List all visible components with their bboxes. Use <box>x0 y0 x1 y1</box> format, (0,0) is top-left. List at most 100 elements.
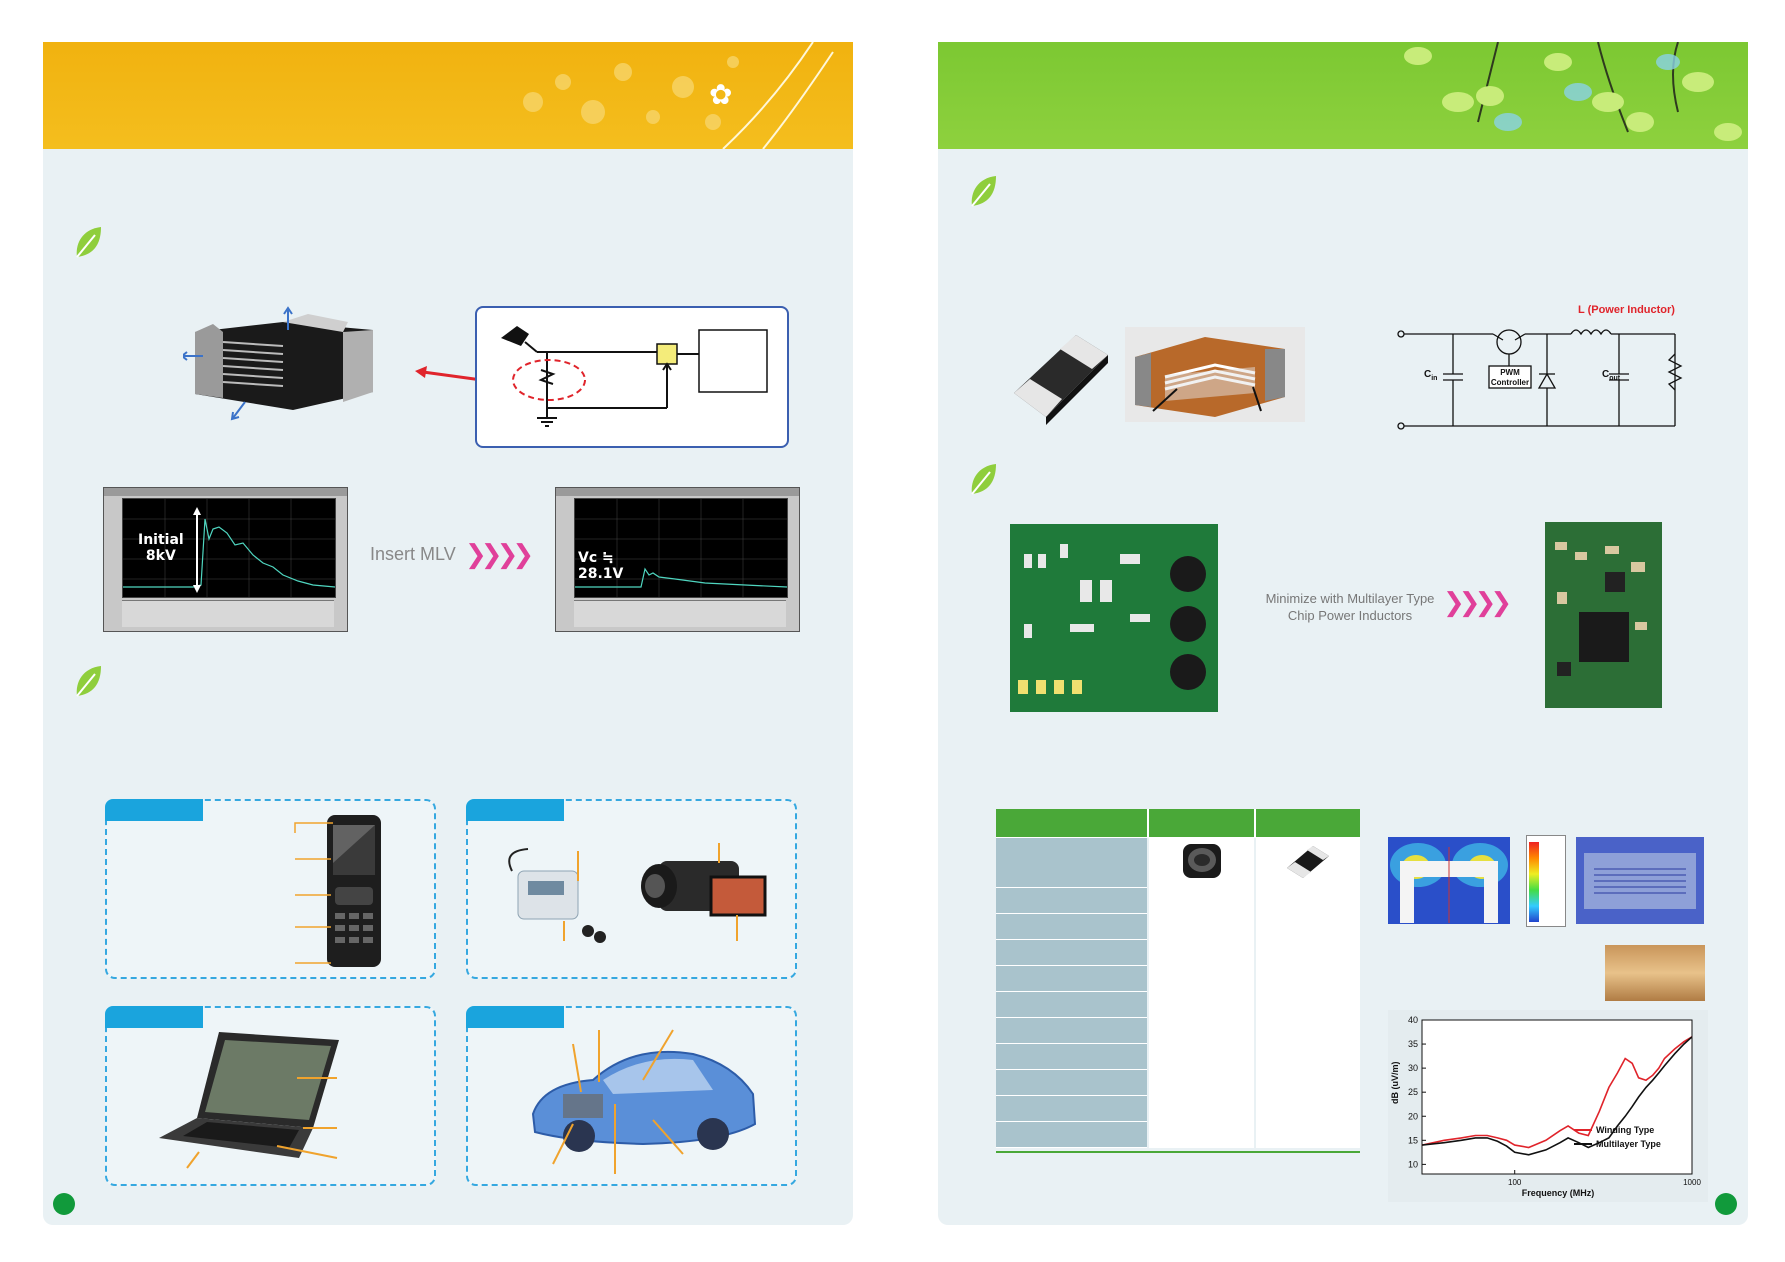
table-row <box>996 887 1360 914</box>
anechoic-chamber-image <box>1605 945 1705 1001</box>
multilayer-inductor-image <box>1287 845 1330 878</box>
leaf-icon <box>76 227 101 258</box>
field-color-legend <box>1526 835 1566 927</box>
leaf-icon <box>971 176 996 207</box>
table-bottom-rule <box>996 1151 1360 1153</box>
table-label-cell <box>996 837 1148 888</box>
svg-text:✿: ✿ <box>709 78 732 111</box>
application-tab <box>105 1006 203 1028</box>
car-image <box>531 1029 757 1174</box>
application-box-mobile <box>105 799 436 979</box>
scope-screen <box>574 498 788 598</box>
flower-decoration: ✿ <box>523 42 834 149</box>
x-tick-label: 1000 <box>1683 1178 1701 1187</box>
y-axis-label: dB (uV/m) <box>1390 1062 1400 1105</box>
scope-menubar <box>104 488 347 496</box>
pcb-winding-image <box>1010 524 1218 712</box>
left-header-banner: ✿ <box>43 42 853 149</box>
y-tick-label: 15 <box>1408 1135 1418 1145</box>
comparison-table <box>996 809 1360 1148</box>
table-row <box>996 1043 1360 1070</box>
leaf-icon <box>76 666 101 697</box>
cin-label: Cin <box>1424 369 1438 382</box>
scope-before-label: Initial 8kV <box>138 532 184 564</box>
table-header-row <box>996 809 1360 838</box>
leaves-decoration <box>1404 42 1742 141</box>
y-tick-label: 20 <box>1408 1111 1418 1121</box>
table-header-cell <box>1146 809 1256 838</box>
scope-readout <box>574 600 786 627</box>
mp3-player-image <box>508 848 606 943</box>
dc-dc-converter-diagram <box>1397 329 1683 430</box>
scope-readout <box>122 600 334 627</box>
x-axis-ticks: 100 1000 <box>1508 1170 1701 1187</box>
pcb-multilayer-image <box>1545 522 1662 708</box>
table-row <box>996 913 1360 940</box>
table-row-images <box>996 837 1360 888</box>
y-axis-ticks: 10 15 20 25 30 35 40 <box>1408 1015 1426 1169</box>
x-axis-label: Frequency (MHz) <box>1522 1188 1595 1198</box>
y-tick-label: 25 <box>1408 1087 1418 1097</box>
winding-field-simulation-image <box>1388 837 1510 924</box>
x-tick-label: 100 <box>1508 1178 1522 1187</box>
application-box-audio-video <box>466 799 797 979</box>
camcorder-image <box>641 843 767 941</box>
emi-chart: 10 15 20 25 30 35 40 100 1000 dB (uV/m) Frequen… <box>1388 1010 1708 1202</box>
table-row <box>996 965 1360 992</box>
esd-circuit-box <box>475 306 789 448</box>
multilayer-inductor-cell <box>1254 837 1360 888</box>
laptop-image <box>159 1032 339 1169</box>
y-tick-label: 30 <box>1408 1063 1418 1073</box>
page-number-dot <box>53 1193 75 1215</box>
table-header-cell <box>996 809 1148 838</box>
callout-arrows <box>294 822 333 964</box>
table-row <box>996 1121 1360 1148</box>
application-box-automotive <box>466 1006 797 1186</box>
chevron-arrows-icon: ❯❯❯❯ <box>465 540 534 570</box>
y-tick-label: 35 <box>1408 1039 1418 1049</box>
application-tab <box>466 1006 564 1028</box>
cout-label: Cout <box>1602 369 1621 382</box>
scope-menubar <box>556 488 799 496</box>
power-inductor-label: L (Power Inductor) <box>1578 304 1675 316</box>
table-header-cell <box>1254 809 1360 838</box>
table-row <box>996 1017 1360 1044</box>
application-box-laptop <box>105 1006 436 1186</box>
plot-area <box>1421 1019 1693 1175</box>
chevron-arrows-icon: ❯❯❯❯ <box>1443 588 1512 618</box>
table-row <box>996 939 1360 966</box>
scope-screen <box>122 498 336 598</box>
left-page: ✿ <box>43 42 853 1225</box>
scope-after-label: Vc ≒ 28.1V <box>578 550 624 582</box>
table-row <box>996 991 1360 1018</box>
right-header-banner <box>938 42 1748 149</box>
oscilloscope-after: Vc ≒ 28.1V <box>555 487 800 632</box>
table-row <box>996 1095 1360 1122</box>
winding-inductor-cell <box>1146 837 1256 888</box>
y-tick-label: 10 <box>1408 1159 1418 1169</box>
esd-circuit-diagram <box>501 326 768 427</box>
y-tick-label: 40 <box>1408 1015 1418 1025</box>
chip-inductor-image <box>1014 335 1108 425</box>
application-tab <box>105 799 203 821</box>
series-line-multilayer-type <box>1421 1036 1693 1156</box>
insert-mlv-label: Insert MLV <box>370 544 456 564</box>
winding-inductor-image <box>1182 843 1221 878</box>
page-number-dot <box>1715 1193 1737 1215</box>
chip-inductor-cutaway-image <box>1125 327 1305 422</box>
mlv-chip-illustration <box>183 306 373 421</box>
series-line-winding-type <box>1421 1036 1693 1149</box>
series-group <box>1421 1036 1693 1156</box>
mobile-phone-image <box>327 815 381 967</box>
oscilloscope-before: Initial 8kV <box>103 487 348 632</box>
multilayer-field-simulation-image <box>1576 837 1704 924</box>
legend-label: Winding Type <box>1596 1125 1654 1135</box>
legend-label: Multilayer Type <box>1596 1139 1661 1149</box>
application-tab <box>466 799 564 821</box>
leaf-icon <box>971 464 996 495</box>
table-row <box>996 1069 1360 1096</box>
